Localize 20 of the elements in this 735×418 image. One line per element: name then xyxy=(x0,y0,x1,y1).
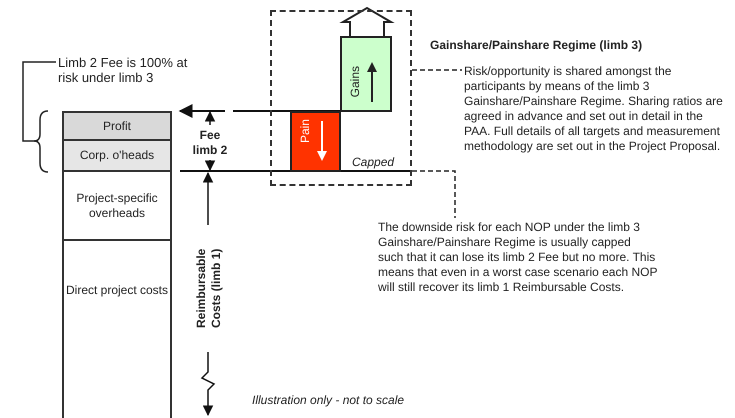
note-text: Limb 2 Fee is 100% at risk under limb 3 xyxy=(58,55,208,89)
footnote: Illustration only - not to scale xyxy=(252,393,404,407)
note-text: Risk/opportunity is shared amongst the participants by means of the limb 3 Gainshare/Painshare Regime. Sharing ratios are agreed in advance and set out in detail in the PAA. Full details of all targets and measurement methodology are set out in the Project Proposal. xyxy=(464,64,724,154)
regime-dashed-box xyxy=(270,10,412,186)
bar-label: Gains xyxy=(348,66,362,98)
capped-label: Capped xyxy=(352,155,394,169)
project-overheads-segment: Project-specific overheads xyxy=(62,170,172,241)
dimension-label: Fee limb 2 xyxy=(192,128,228,158)
corporate-overheads-segment: Corp. o'heads xyxy=(62,139,172,172)
bar-label: Pain xyxy=(298,119,312,144)
leader-line xyxy=(22,61,56,142)
heading: Gainshare/Painshare Regime (limb 3) xyxy=(430,38,642,52)
direct-costs-segment: Direct project costs xyxy=(62,239,172,418)
profit-segment: Profit xyxy=(62,111,172,141)
dimension-label: Reimbursable Costs (limb 1) xyxy=(194,247,224,330)
leader-line xyxy=(412,170,456,218)
gains-bar xyxy=(340,36,392,112)
pain-bar xyxy=(290,111,341,172)
note-text: The downside risk for each NOP under the limb 3 Gainshare/Painshare Regime is usually capped such that it can lose its limb 2 Fee but no more. This means that even in a worst case scenario each NOP will still recover its limb 1 Reimbursable Costs. xyxy=(378,220,658,340)
leader-line xyxy=(412,69,462,71)
